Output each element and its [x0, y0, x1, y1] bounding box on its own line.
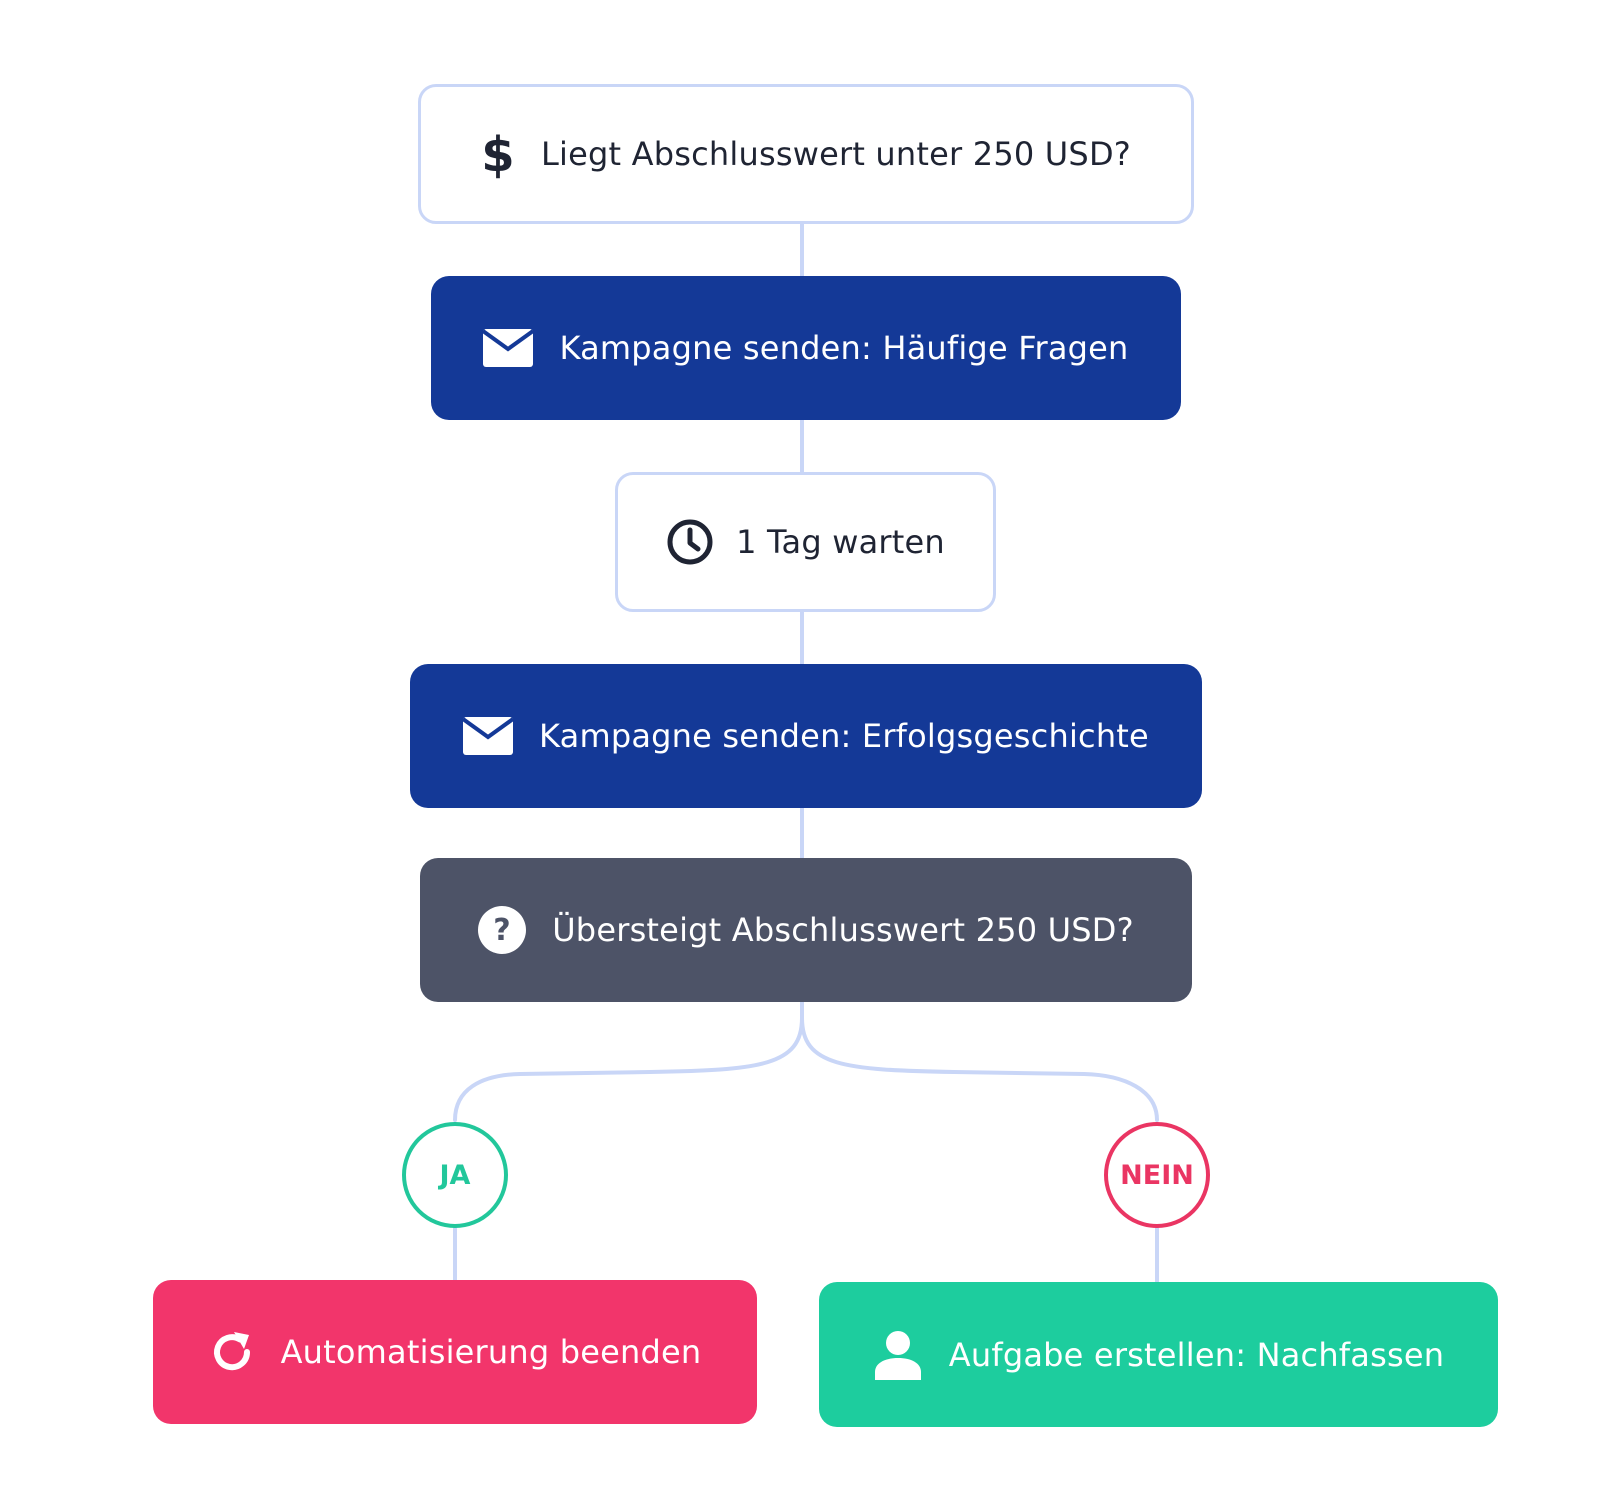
send-campaign-faq-node[interactable]: Kampagne senden: Häufige Fragen	[431, 276, 1181, 420]
send-campaign-faq-label: Kampagne senden: Häufige Fragen	[559, 329, 1129, 367]
restart-icon	[209, 1329, 255, 1375]
create-task-node[interactable]: Aufgabe erstellen: Nachfassen	[819, 1282, 1498, 1427]
condition-start-label: Liegt Abschlusswert unter 250 USD?	[541, 135, 1131, 173]
condition-check-label: Übersteigt Abschlusswert 250 USD?	[552, 911, 1134, 949]
branch-yes-badge[interactable]: JA	[402, 1122, 508, 1228]
end-automation-label: Automatisierung beenden	[280, 1333, 702, 1371]
wait-label: 1 Tag warten	[736, 523, 945, 561]
branch-no-label: NEIN	[1120, 1159, 1194, 1191]
end-automation-node[interactable]: Automatisierung beenden	[153, 1280, 757, 1424]
svg-text:?: ?	[493, 913, 511, 948]
branch-no-badge[interactable]: NEIN	[1104, 1122, 1210, 1228]
condition-start-node[interactable]: $ Liegt Abschlusswert unter 250 USD?	[418, 84, 1194, 224]
send-campaign-story-label: Kampagne senden: Erfolgsgeschichte	[539, 717, 1149, 755]
create-task-label: Aufgabe erstellen: Nachfassen	[948, 1335, 1445, 1374]
send-campaign-story-node[interactable]: Kampagne senden: Erfolgsgeschichte	[410, 664, 1202, 808]
condition-check-node[interactable]: ? Übersteigt Abschlusswert 250 USD?	[420, 858, 1192, 1002]
envelope-icon	[463, 717, 514, 755]
wait-node[interactable]: 1 Tag warten	[615, 472, 996, 612]
question-circle-icon: ?	[478, 906, 527, 954]
dollar-icon: $	[481, 129, 515, 179]
branch-yes-label: JA	[439, 1159, 471, 1191]
envelope-icon	[483, 329, 534, 367]
user-icon	[873, 1330, 923, 1380]
clock-icon	[666, 518, 714, 566]
svg-text:$: $	[481, 129, 515, 179]
